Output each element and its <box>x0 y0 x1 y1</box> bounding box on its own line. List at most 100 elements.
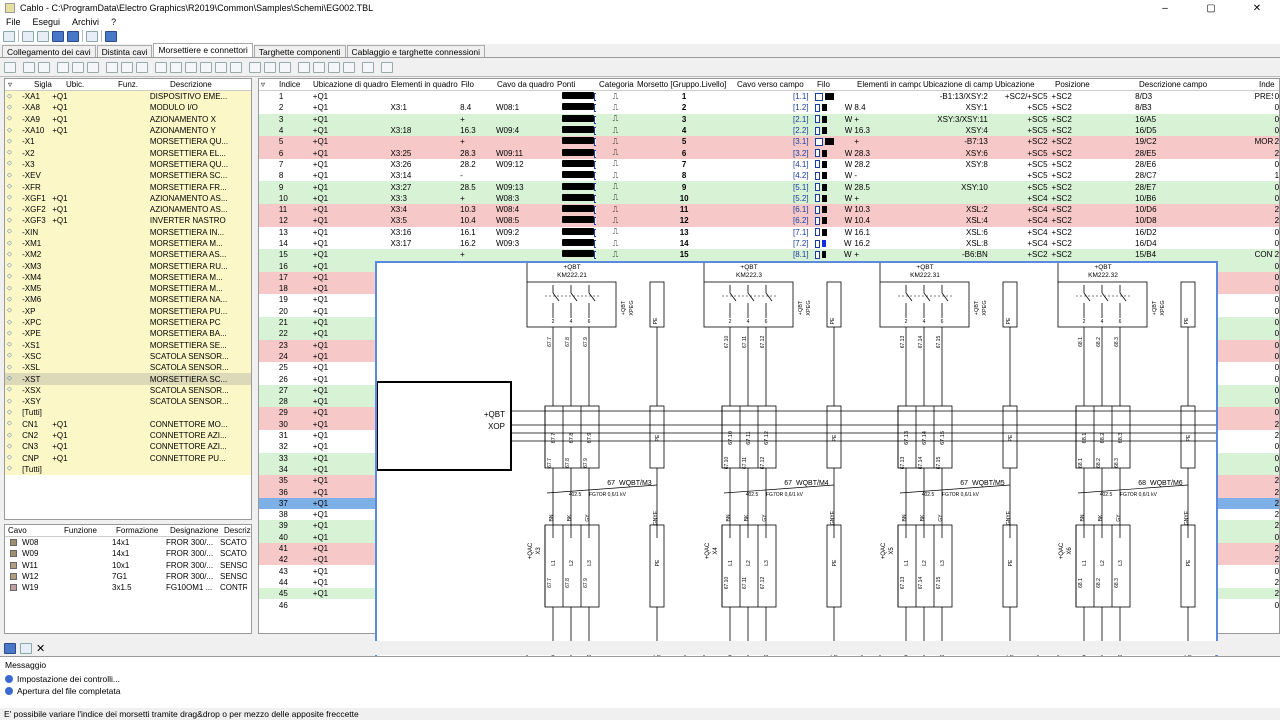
bridge-checkbox[interactable] <box>814 216 820 225</box>
bridge-checkbox[interactable] <box>593 172 596 181</box>
tool3-icon[interactable] <box>328 62 340 73</box>
terminal-row[interactable]: 4+Q1X3:1816.3W09:4⎍4[2.2]W11:416.3XSY:4+… <box>259 124 1279 137</box>
cut-icon[interactable] <box>72 62 84 73</box>
col-designazione[interactable]: Designazione <box>170 526 219 535</box>
close-button[interactable]: ✕ <box>1252 2 1262 14</box>
bridge-checkbox[interactable] <box>814 228 820 237</box>
bridge-checkbox[interactable] <box>593 115 596 124</box>
col-header[interactable]: Filo <box>461 80 474 89</box>
terminal-strip-row[interactable]: ⬦[Tutti] <box>5 463 251 476</box>
move-up-icon[interactable] <box>185 62 197 73</box>
grid-icon[interactable] <box>249 62 261 73</box>
bridge-checkbox[interactable] <box>593 194 596 203</box>
bridge-checkbox[interactable] <box>814 171 820 180</box>
bridge-checkbox[interactable] <box>593 228 596 237</box>
terminal-row[interactable]: 3+Q1+⎍3[2.1]W11:3+XSY:3/XSY:11+SC5+SC216… <box>259 113 1279 125</box>
tool-icon[interactable] <box>298 62 310 73</box>
bridge-checkbox[interactable] <box>593 239 596 248</box>
bridge-checkbox[interactable] <box>593 138 596 147</box>
move-left-icon[interactable] <box>155 62 167 73</box>
menu-icon[interactable] <box>381 62 393 73</box>
bridge-checkbox[interactable] <box>814 137 823 146</box>
new-file-icon[interactable] <box>22 30 34 42</box>
bridge-checkbox[interactable] <box>814 149 820 158</box>
sort-icon[interactable]: ▿ <box>8 80 13 89</box>
col-header[interactable]: Elementi in quadro <box>391 80 458 89</box>
menu-esegui[interactable]: Esegui <box>32 17 61 27</box>
export-icon[interactable] <box>86 30 98 42</box>
terminal-row[interactable]: 12+Q1X3:510.4W08:5⎍12[6.2]W12:310.4XSL:4… <box>259 215 1279 227</box>
terminal-row[interactable]: 2+Q1X3:18.4W08:1⎍2[1.2]W11:28.4XSY:1+SC5… <box>259 102 1279 114</box>
col-funz[interactable]: Funz. <box>118 80 139 89</box>
move-down-icon[interactable] <box>200 62 212 73</box>
filter-icon[interactable] <box>279 62 291 73</box>
link-icon[interactable] <box>106 62 118 73</box>
box-icon[interactable] <box>87 62 99 73</box>
bridge-checkbox[interactable] <box>814 115 820 124</box>
move-right-icon[interactable] <box>230 62 242 73</box>
refresh-icon[interactable] <box>136 62 148 73</box>
grid2-icon[interactable] <box>264 62 276 73</box>
bridge-checkbox[interactable] <box>593 149 596 158</box>
bridge-checkbox[interactable] <box>814 183 820 192</box>
find-icon[interactable] <box>4 62 16 73</box>
tab-cablaggio[interactable]: Cablaggio e targhette connessioni <box>346 45 486 57</box>
save-icon[interactable] <box>52 30 64 42</box>
col-header[interactable]: Ponti <box>557 80 576 89</box>
terminal-row[interactable]: 9+Q1X3:2728.5W09:13⎍9[5.1]W11:828.5XSY:1… <box>259 181 1279 193</box>
tool4-icon[interactable] <box>343 62 355 73</box>
tab-morsettiere[interactable]: Morsettiere e connettori <box>153 43 253 57</box>
terminal-row[interactable]: 11+Q1X3:410.3W08:4⎍11[6.1]W12:210.3XSL:2… <box>259 203 1279 216</box>
col-formazione[interactable]: Formazione <box>116 526 159 535</box>
terminal-strip-row[interactable]: ⬦[Tutti] <box>5 407 251 419</box>
col-header[interactable]: Morsetto [Gruppo.Livello] <box>637 80 727 89</box>
col-header[interactable]: Descrizione campo <box>1139 80 1208 89</box>
list-icon[interactable] <box>3 30 15 42</box>
maximize-button[interactable]: ▢ <box>1206 2 1216 14</box>
bridge-checkbox[interactable] <box>814 239 820 248</box>
menu-file[interactable]: File <box>6 17 21 27</box>
col-header[interactable]: Cavo verso campo <box>737 80 804 89</box>
bridge-checkbox[interactable] <box>593 104 596 113</box>
bridge-checkbox[interactable] <box>814 160 820 169</box>
col-sigla[interactable]: Sigla <box>34 80 52 89</box>
menu-help[interactable]: ? <box>111 17 117 27</box>
bridge-checkbox[interactable] <box>814 92 823 101</box>
bridge-checkbox[interactable] <box>593 93 596 102</box>
folder-icon[interactable] <box>38 62 50 73</box>
tab-collegamento-cavi[interactable]: Collegamento dei cavi <box>2 45 96 57</box>
terminal-row[interactable]: 6+Q1X3:2528.3W09:11⎍6[3.2]W11:528.3XSY:6… <box>259 147 1279 159</box>
col-header[interactable]: Filo <box>817 80 830 89</box>
terminal-row[interactable]: 14+Q1X3:1716.2W09:3⎍14[7.2]W12:BU16.2XSL… <box>259 237 1279 250</box>
bridge-checkbox[interactable] <box>814 126 820 135</box>
col-header[interactable]: Posizione <box>1055 80 1090 89</box>
terminal-row[interactable]: 15+Q1+⎍15[8.1]W19:BN+-B6:BN+SC2+SC215/B4… <box>259 249 1279 261</box>
copy-icon[interactable] <box>121 62 133 73</box>
